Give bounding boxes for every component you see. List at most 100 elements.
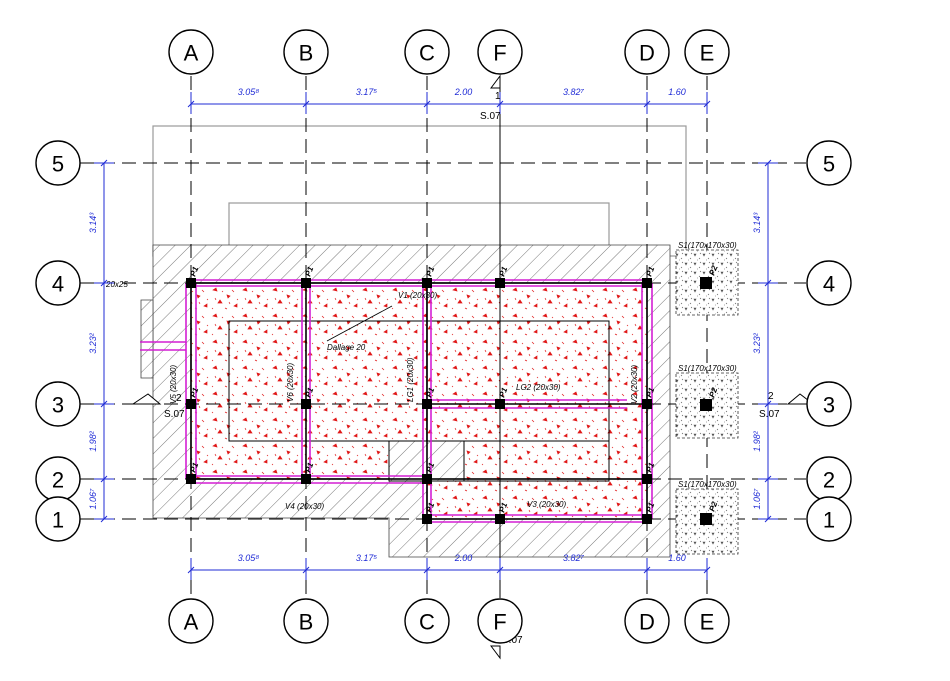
grid-bubble-top-D: D <box>624 29 670 75</box>
footings: S1(170x170x30) S1(170x170x30) S1(170x170… <box>675 241 739 555</box>
post-p1 <box>422 399 432 409</box>
section-bottom-label: S.07 <box>502 635 523 646</box>
dim-slash <box>496 566 504 574</box>
grid-bubble-top-D-label: D <box>639 41 655 66</box>
grid-bubble-top-C-label: C <box>419 41 435 66</box>
dim-label-v: 3.14³ <box>752 212 762 234</box>
grid-bubble-right-4-label: 4 <box>823 272 835 297</box>
dim-slash <box>496 100 504 108</box>
post-p1 <box>301 399 311 409</box>
post-p1 <box>495 514 505 524</box>
section-top-num: 1 <box>495 91 501 102</box>
footing-post-label-3: P2 <box>707 386 719 399</box>
grid-bubble-left-3-circle <box>35 381 81 427</box>
section-markers: 1 S.07 1 S.07 S.07 2 S.07 2 <box>131 74 815 660</box>
footing-post-3 <box>700 399 712 411</box>
grid-bubble-bottom-A: A <box>168 598 214 644</box>
grid-bubble-top-B-label: B <box>299 41 314 66</box>
dim-slash <box>100 475 108 483</box>
dim-label-h: 2.00 <box>454 553 473 563</box>
post-p1 <box>495 278 505 288</box>
post-p1 <box>642 474 652 484</box>
dim-label-h: 3.82⁷ <box>563 553 585 563</box>
post-label: P1 <box>424 501 436 514</box>
section-left-label: S.07 <box>164 409 185 420</box>
grid-bubble-top-A-label: A <box>184 41 199 66</box>
dim-label-v: 1.06⁷ <box>752 488 762 510</box>
grid-bubble-top-A: A <box>168 29 214 75</box>
grid-bubble-top-B-circle <box>283 29 329 75</box>
section-arrow-top <box>490 74 501 89</box>
grid-bubble-bottom-B-circle <box>283 598 329 644</box>
grid-bubble-left-5-label: 5 <box>52 152 64 177</box>
footing-label-4: S1(170x170x30) <box>678 241 737 250</box>
grid-bubble-right-5-label: 5 <box>823 152 835 177</box>
dim-slash <box>764 279 772 287</box>
grid-bubble-bottom-C: C <box>404 598 450 644</box>
grid-bubble-bottom-F-circle <box>477 598 523 644</box>
grid-bubble-right-5: 5 <box>806 140 852 186</box>
grid-bubble-bottom-B: B <box>283 598 329 644</box>
dim-slash <box>703 100 711 108</box>
grid-bubble-left-4-label: 4 <box>52 272 64 297</box>
dim-slash <box>643 566 651 574</box>
post-p1 <box>422 514 432 524</box>
dim-slash <box>703 566 711 574</box>
grid-bubble-bottom-C-label: C <box>419 610 435 635</box>
grid-bubble-top-F-label: F <box>493 41 506 66</box>
grid-bubble-bottom-F: F <box>477 598 523 644</box>
grid-bubble-bottom-A-label: A <box>184 610 199 635</box>
section-right-num: 2 <box>768 391 774 402</box>
dim-slash <box>764 475 772 483</box>
grid-bubble-left-2: 2 <box>35 456 81 502</box>
dim-slash <box>423 100 431 108</box>
dim-label-h: 3.82⁷ <box>563 87 585 97</box>
grid-bubble-right-1-circle <box>806 496 852 542</box>
grid-bubble-top-F: F <box>477 29 523 75</box>
section-right-label: S.07 <box>759 409 780 420</box>
grid-bubble-bottom-F-label: F <box>493 610 506 635</box>
grid-bubble-right-4: 4 <box>806 260 852 306</box>
dallage-leader <box>326 305 393 342</box>
dim-slash <box>187 100 195 108</box>
dim-slash <box>100 515 108 523</box>
beam-labels: V1 (20x30) V4 (20x30) V3 (20x30) LG2 (20… <box>105 280 639 511</box>
dim-label-v: 1.06⁷ <box>88 488 98 510</box>
grid-bubble-left-4: 4 <box>35 260 81 306</box>
dim-slash <box>643 100 651 108</box>
grid-bubble-bottom-E-circle <box>684 598 730 644</box>
grid-bubble-top-E-circle <box>684 29 730 75</box>
post-label: P1 <box>644 501 656 514</box>
grid-bubble-left-3-label: 3 <box>52 393 64 418</box>
post-label: P1 <box>644 386 656 399</box>
post-label: P1 <box>303 265 315 278</box>
grid-bubble-left-3: 3 <box>35 381 81 427</box>
section-arrow-bottom <box>490 645 501 660</box>
dim-slash <box>187 566 195 574</box>
grid-bubble-top-A-circle <box>168 29 214 75</box>
dim-slash <box>100 159 108 167</box>
post-label: P1 <box>644 461 656 474</box>
grid-bubble-left-2-label: 2 <box>52 468 64 493</box>
section-arrow-left <box>131 393 162 405</box>
dim-label-v: 3.14³ <box>88 212 98 234</box>
footing-label-3: S1(170x170x30) <box>678 364 737 373</box>
grid-bubble-right-2-label: 2 <box>823 468 835 493</box>
dim-slash <box>100 400 108 408</box>
post-label: P1 <box>303 386 315 399</box>
slab-right <box>426 282 648 520</box>
post-p1 <box>642 399 652 409</box>
dim-slash <box>302 566 310 574</box>
post-label: P1 <box>188 386 200 399</box>
grid-bubble-right-2: 2 <box>806 456 852 502</box>
dallage-label: Dallage 20 <box>327 343 366 352</box>
column-size-label: 20x25 <box>105 280 128 289</box>
beam-label-v3: V3 (20x30) <box>527 500 566 509</box>
post-label: P1 <box>424 265 436 278</box>
post-label: P1 <box>188 461 200 474</box>
beam-label-lg1: LG1 (20x30) <box>406 357 415 402</box>
post-label: P1 <box>644 265 656 278</box>
dim-slash <box>302 100 310 108</box>
